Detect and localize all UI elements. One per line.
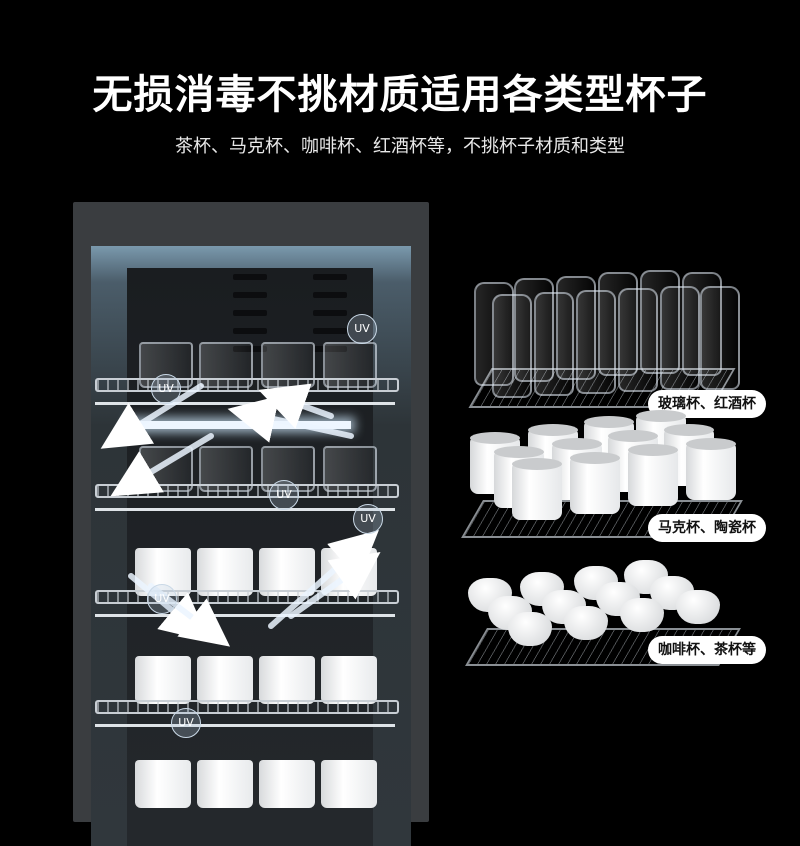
category-label: 咖啡杯、茶杯等 [648,636,766,664]
air-vent [313,274,347,280]
air-vent [313,346,347,352]
uv-badge: UV [347,314,377,344]
shelf-front-rail [95,508,395,511]
uv-badge: UV [353,504,383,534]
inverted-cup [564,606,608,640]
glass-bottle [618,288,658,392]
inverted-cup [676,590,720,624]
uv-badge: UV [151,374,181,404]
white-mug [135,656,191,704]
air-vent [233,346,267,352]
air-vent [313,328,347,334]
air-vent [233,274,267,280]
white-mug [259,548,315,596]
cabinet-interior: UV UV UV UV UV UV [91,246,411,846]
air-vent [313,292,347,298]
page-title: 无损消毒不挑材质适用各类型杯子 [92,72,708,118]
wire-shelf [95,484,399,498]
uv-badge: UV [171,708,201,738]
uv-badge: UV [147,584,177,614]
air-vent [233,328,267,334]
glass-bottle [660,286,700,390]
category-label: 马克杯、陶瓷杯 [648,514,766,542]
air-vent [313,310,347,316]
wire-shelf [95,700,399,714]
white-mug [197,656,253,704]
uv-badge: UV [269,480,299,510]
white-mug [197,548,253,596]
glass-bottle [700,286,740,390]
shelf-front-rail [95,614,395,617]
white-mug [628,444,678,506]
white-mug [570,452,620,514]
disinfection-cabinet: UV UV UV UV UV UV [73,202,429,846]
white-mug [512,458,562,520]
uv-flow-arrows [100,383,381,647]
air-vent [233,292,267,298]
shelf-front-rail [95,724,395,727]
white-mug [686,438,736,500]
inverted-cup [620,598,664,632]
air-vent [233,310,267,316]
glass-bottle [492,294,532,398]
white-mug [321,656,377,704]
page-subtitle: 茶杯、马克杯、咖啡杯、红酒杯等，不挑杯子材质和类型 [175,136,625,157]
inverted-cup [508,612,552,646]
glass-bottle [474,282,514,386]
white-mug [259,656,315,704]
glass-bottle [534,292,574,396]
glass-bottle [576,290,616,394]
